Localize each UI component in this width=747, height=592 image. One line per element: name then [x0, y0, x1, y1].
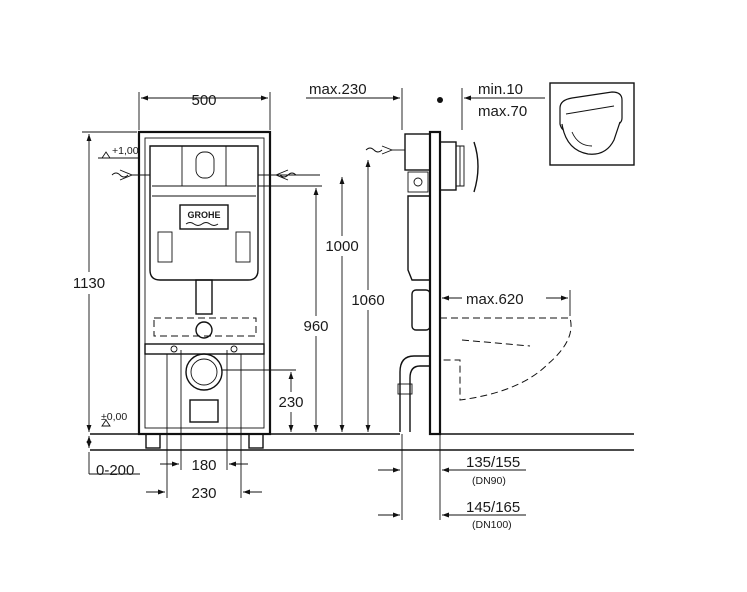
- side-cistern: [407, 195, 431, 281]
- dn90-value-label: 135/155: [466, 454, 520, 471]
- side-dimensions: max.230 min.10 max.70 1060 max.620 135/1…: [306, 81, 571, 531]
- toilet-bowl-icon: [561, 121, 621, 155]
- flush-pipe-connector: [195, 321, 213, 339]
- level-zero-icon: [101, 419, 111, 427]
- wall-hung-toilet-thumbnail: [549, 82, 635, 166]
- side-view: [365, 97, 572, 436]
- waste-pipe-outer: [185, 353, 223, 391]
- width-500-label: 500: [191, 92, 216, 109]
- cistern-detail: [235, 231, 251, 263]
- axis-marker: [437, 97, 443, 103]
- depth-0-200-label: 0-200: [96, 462, 134, 479]
- right-foot: [248, 433, 264, 449]
- bolt-rail: [144, 343, 265, 355]
- height-1130-label: 1130: [73, 275, 105, 292]
- flush-plate: [473, 141, 479, 193]
- flush-button: [195, 151, 215, 179]
- frame-outline: [137, 130, 272, 436]
- width-230-label: 230: [191, 485, 216, 502]
- side-inlet-icon: [365, 145, 394, 155]
- dn100-value-label: 145/165: [466, 499, 520, 516]
- side-flush-pipe: [411, 289, 431, 331]
- frame-inner: [144, 137, 265, 429]
- waste-elbow-inner: [409, 365, 430, 432]
- waste-elbow-outer: [399, 355, 430, 432]
- side-bracket-top: [404, 133, 431, 171]
- offset-max-230-label: max.230: [309, 81, 367, 98]
- height-230-label: 230: [278, 394, 303, 411]
- side-valve-knob: [413, 177, 423, 187]
- height-960-label: 960: [303, 318, 328, 335]
- toilet-bowl-shade: [571, 131, 593, 147]
- width-180-label: 180: [191, 457, 216, 474]
- toilet-outline-dashed: [153, 317, 257, 337]
- water-inlet-left-icon: [111, 169, 134, 181]
- waste-coupling: [397, 383, 413, 395]
- projection-max-620-label: max.620: [466, 291, 524, 308]
- grohe-logo-box: [179, 204, 229, 230]
- flush-plate-adapter: [439, 141, 457, 191]
- height-1000-label: 1000: [325, 238, 358, 255]
- bolt: [230, 345, 238, 353]
- min-10-label: min.10: [478, 81, 523, 98]
- waste-pipe-elbow: [189, 399, 219, 423]
- logo-wave: [185, 222, 219, 226]
- waste-pipe-inner: [190, 358, 218, 386]
- height-1060-label: 1060: [351, 292, 384, 309]
- side-valve: [407, 171, 429, 193]
- front-dimensions: 500 1130 +1,00 ±0,00 1000 960 230 180: [70, 92, 364, 502]
- toilet-seat-dashed: [461, 339, 531, 347]
- grohe-logo: GROHE: [187, 210, 220, 220]
- dn100-note-label: (DN100): [472, 519, 512, 531]
- bolt: [170, 345, 178, 353]
- flush-plate-thread: [456, 145, 465, 187]
- side-frame-profile: [428, 130, 442, 436]
- toilet-side-dashed: [439, 317, 572, 401]
- cistern: [149, 145, 259, 281]
- level-top-label: +1,00: [112, 145, 139, 157]
- max-70-label: max.70: [478, 103, 527, 120]
- dn90-note-label: (DN90): [472, 475, 506, 487]
- level-top-icon: [101, 151, 111, 159]
- level-zero-label: ±0,00: [101, 411, 127, 423]
- left-foot: [145, 433, 161, 449]
- cistern-detail: [157, 231, 173, 263]
- toilet-lid-edge: [565, 105, 615, 115]
- flush-pipe: [195, 279, 213, 315]
